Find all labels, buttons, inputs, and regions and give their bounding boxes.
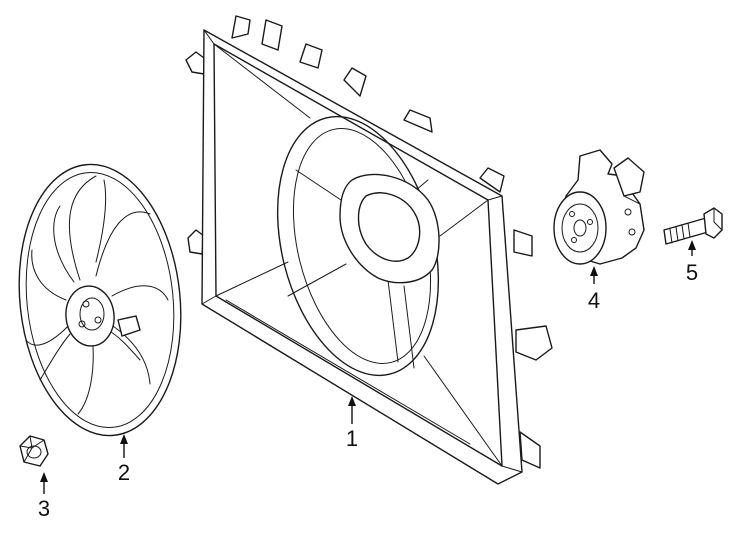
fan-blade-assembly xyxy=(18,163,182,437)
callout-1: 1 xyxy=(346,396,358,451)
callout-4: 4 xyxy=(588,266,600,313)
mounting-bolt xyxy=(663,207,723,245)
callout-label-4: 4 xyxy=(588,288,600,313)
fan-motor xyxy=(553,149,645,265)
fan-shroud-frame xyxy=(185,15,553,485)
callout-2: 2 xyxy=(118,434,130,485)
callout-label-2: 2 xyxy=(118,460,130,485)
callout-label-3: 3 xyxy=(38,496,50,521)
callout-5: 5 xyxy=(686,240,698,285)
hex-nut xyxy=(19,435,49,467)
callout-3: 3 xyxy=(38,472,50,521)
callout-label-1: 1 xyxy=(346,426,358,451)
callout-label-5: 5 xyxy=(686,260,698,285)
